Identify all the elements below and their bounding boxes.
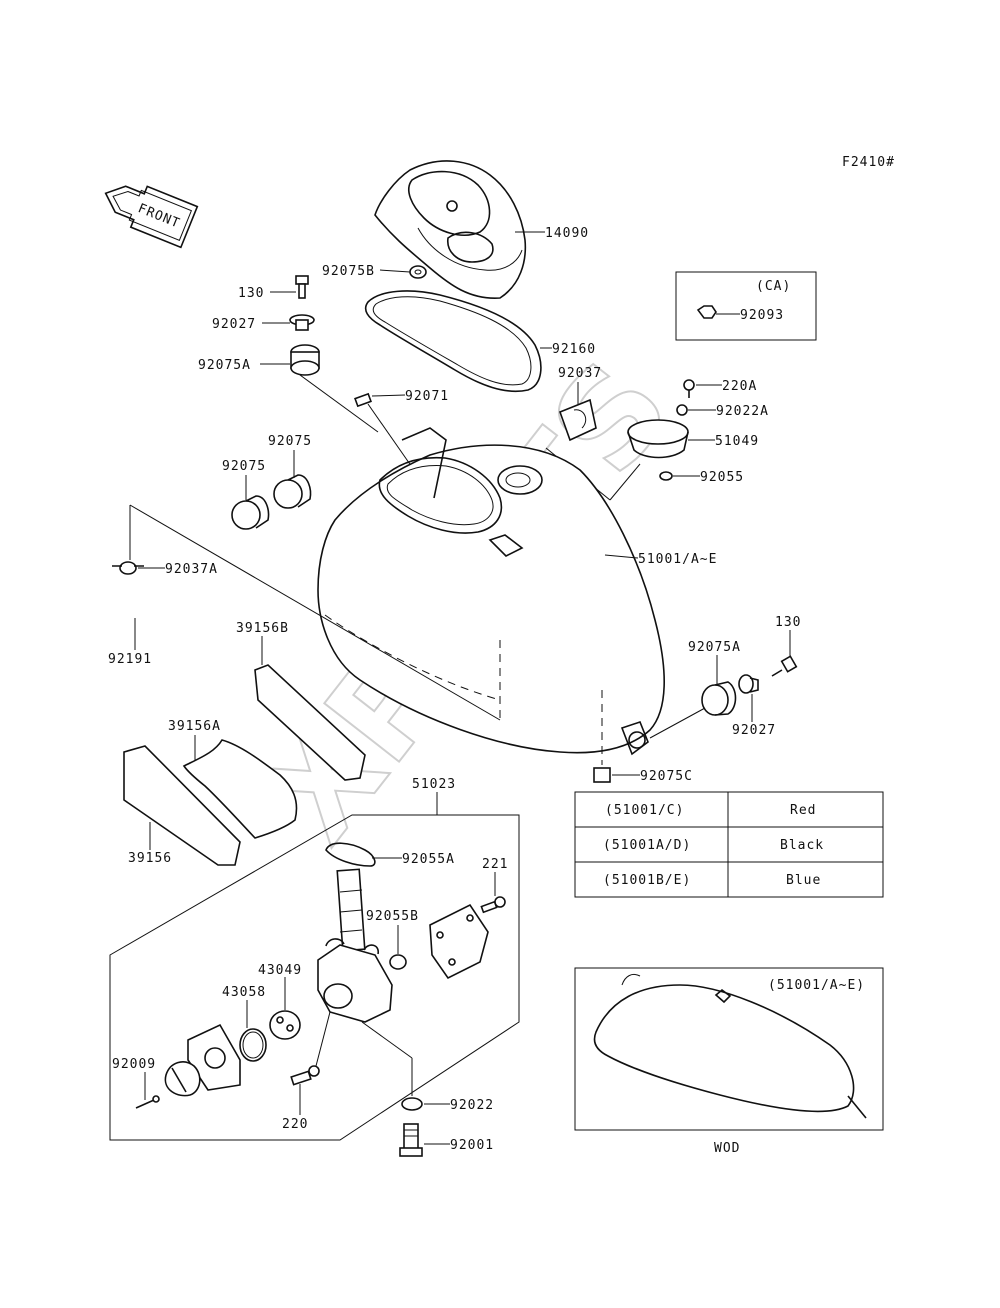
label-92160: 92160 xyxy=(552,342,596,357)
label-14090: 14090 xyxy=(545,226,589,241)
label-39156a: 39156A xyxy=(168,719,221,734)
fuel-tank-51001 xyxy=(317,427,665,756)
label-92022: 92022 xyxy=(450,1098,494,1113)
washer-92075b xyxy=(409,265,427,279)
label-92075c: 92075C xyxy=(640,769,693,784)
color-row-code: (51001/C) xyxy=(605,803,684,818)
clamp-92037 xyxy=(558,398,597,442)
label-92037a: 92037A xyxy=(165,562,218,577)
label-92055a: 92055A xyxy=(402,852,455,867)
tap-gasket-plate xyxy=(187,1023,241,1091)
label-92055b: 92055B xyxy=(366,909,419,924)
damper-92075-left xyxy=(231,495,270,530)
tap-cover-plate xyxy=(429,903,489,980)
label-130-right: 130 xyxy=(775,615,801,630)
oring-92055a xyxy=(325,842,376,867)
meter-cover-14090 xyxy=(374,160,527,299)
oring-92055b xyxy=(389,954,407,970)
packing-43049 xyxy=(269,1010,301,1040)
label-221: 221 xyxy=(482,857,508,872)
label-51023: 51023 xyxy=(412,777,456,792)
damper-92075-right xyxy=(273,474,312,509)
label-220a: 220A xyxy=(722,379,757,394)
bolt-130-right xyxy=(771,655,798,677)
pad-39156b xyxy=(254,664,366,781)
label-220: 220 xyxy=(282,1117,308,1132)
label-92075b: 92075B xyxy=(322,264,375,279)
bolt-92001 xyxy=(399,1123,423,1157)
washer-92022a xyxy=(676,404,688,416)
pad-39156a xyxy=(182,739,298,839)
label-92001: 92001 xyxy=(450,1138,494,1153)
fuel-tap-box-51023 xyxy=(109,814,520,1141)
label-92075-right: 92075 xyxy=(268,434,312,449)
ca-title: (CA) xyxy=(756,279,791,294)
tank-outline-wod xyxy=(593,984,855,1113)
wod-label: (51001/A~E) xyxy=(768,978,865,993)
screw-220a xyxy=(683,379,695,398)
gasket-92160 xyxy=(364,290,542,393)
cap-51049 xyxy=(627,419,689,459)
oring-43058 xyxy=(239,1028,267,1062)
clip-92037a xyxy=(112,561,144,575)
label-92037: 92037 xyxy=(558,366,602,381)
label-92009: 92009 xyxy=(112,1057,156,1072)
label-92055: 92055 xyxy=(700,470,744,485)
collar-92027-right xyxy=(738,674,759,694)
label-92027-right: 92027 xyxy=(732,723,776,738)
label-92191: 92191 xyxy=(108,652,152,667)
front-arrow-icon: FRONT xyxy=(104,185,199,249)
color-row-color: Red xyxy=(790,803,816,818)
color-table: (51001/C) Red (51001A/D) Black (51001B/E… xyxy=(574,791,884,898)
damper-92075c xyxy=(593,767,611,783)
label-92022a: 92022A xyxy=(716,404,769,419)
figure-id: F2410# xyxy=(842,155,895,170)
color-row-code: (51001B/E) xyxy=(603,873,691,888)
screw-221 xyxy=(480,896,506,914)
color-row-color: Black xyxy=(780,838,824,853)
wod-caption: WOD xyxy=(714,1141,740,1156)
nut-92093-icon xyxy=(696,305,717,319)
bolt-130-top xyxy=(295,275,309,299)
label-92075a-right: 92075A xyxy=(688,640,741,655)
label-39156b: 39156B xyxy=(236,621,289,636)
color-row-code: (51001A/D) xyxy=(603,838,691,853)
color-row-color: Blue xyxy=(786,873,821,888)
label-43058: 43058 xyxy=(222,985,266,1000)
label-92071: 92071 xyxy=(405,389,449,404)
label-92027-top: 92027 xyxy=(212,317,256,332)
lever-knob xyxy=(164,1061,201,1097)
label-43049: 43049 xyxy=(258,963,302,978)
pad-39156 xyxy=(123,745,241,866)
fuel-tap-body xyxy=(317,868,393,1023)
collar-92027-top xyxy=(289,314,315,331)
screw-220 xyxy=(290,1065,320,1086)
label-51049: 51049 xyxy=(715,434,759,449)
oring-92055 xyxy=(659,471,673,481)
label-39156: 39156 xyxy=(128,851,172,866)
label-130-top: 130 xyxy=(238,286,264,301)
ca-box: (CA) 92093 xyxy=(675,271,817,341)
screw-92009 xyxy=(135,1095,160,1109)
label-51001: 51001/A~E xyxy=(638,552,717,567)
damper-92075a-right xyxy=(701,681,737,716)
damper-92075a-top xyxy=(290,344,320,376)
wod-box: (51001/A~E) WOD xyxy=(574,967,884,1156)
label-92075a-top: 92075A xyxy=(198,358,251,373)
washer-92022 xyxy=(401,1097,423,1111)
label-92075-left: 92075 xyxy=(222,459,266,474)
ca-part: 92093 xyxy=(740,308,784,323)
clip-92071 xyxy=(354,392,372,408)
